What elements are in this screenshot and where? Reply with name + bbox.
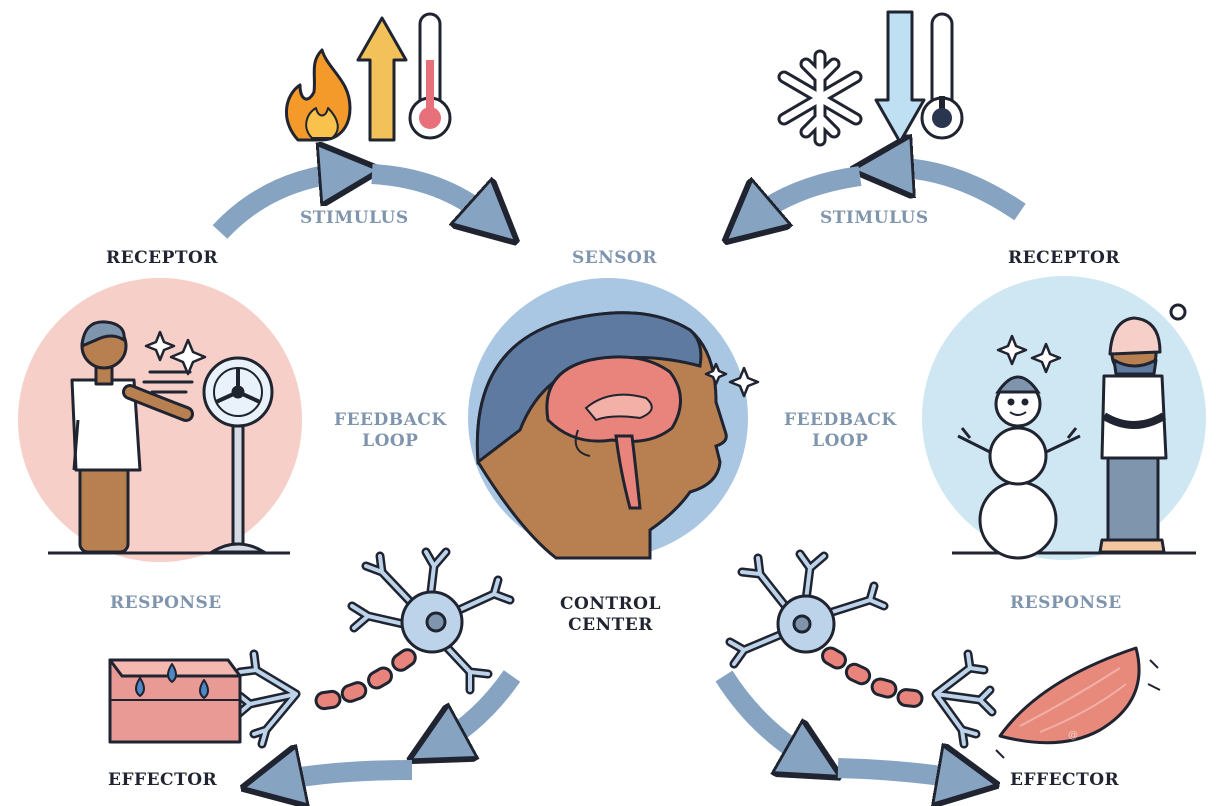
effector-label-right: EFFECTOR xyxy=(1010,770,1120,790)
sparkle-icon xyxy=(169,338,207,376)
receptor-label-right: RECEPTOR xyxy=(1008,248,1120,268)
snowman-icon xyxy=(957,375,1081,560)
hot-response-scene xyxy=(18,278,302,562)
heat-stimulus-icons xyxy=(284,12,452,142)
snowflake-fill xyxy=(780,52,860,144)
down-arrow-icon xyxy=(874,10,926,144)
cold-response-scene xyxy=(922,276,1206,560)
control-center-label: CONTROL CENTER xyxy=(560,594,661,636)
feedback-loop-label-left: FEEDBACK LOOP xyxy=(334,410,447,452)
arrow-stimulus-to-sensor-right xyxy=(748,166,862,222)
arrow-neuron-to-effector-right-1 xyxy=(715,670,814,762)
sweat-skin-icon xyxy=(108,658,242,744)
sparkle-icon xyxy=(704,362,728,386)
wind-lines xyxy=(142,370,194,394)
response-label-left: RESPONSE xyxy=(110,593,222,613)
sparkle-icon xyxy=(144,330,176,362)
sparkle-icon xyxy=(1030,342,1062,374)
person-cold xyxy=(1098,303,1187,554)
hot-thermometer-icon xyxy=(408,12,452,140)
person-hot xyxy=(70,320,194,554)
watermark: @ xyxy=(1068,730,1078,741)
neuron-icon-left xyxy=(231,547,515,749)
stimulus-label-left: STIMULUS xyxy=(300,208,409,228)
stimulus-label-right: STIMULUS xyxy=(820,208,929,228)
cycle-arrows xyxy=(212,164,1026,782)
flame-inner xyxy=(305,107,339,139)
response-label-right: RESPONSE xyxy=(1010,593,1122,613)
sparkles xyxy=(144,330,1062,398)
arrow-neuron-to-effector-left-2 xyxy=(272,770,413,782)
control-center-scene xyxy=(468,278,748,560)
sparkle-icon xyxy=(728,366,760,398)
arrow-neuron-to-effector-right-2 xyxy=(837,768,968,780)
arrow-receptor-to-stimulus-left xyxy=(212,172,350,239)
neuron-icon-right xyxy=(725,549,997,749)
arrow-stimulus-to-sensor-left xyxy=(371,164,494,222)
arrow-receptor-to-stimulus-right xyxy=(882,168,1026,221)
muscle-icon xyxy=(995,646,1161,759)
cold-thermometer-icon xyxy=(920,12,964,140)
fan-icon xyxy=(202,356,274,554)
up-arrow-icon xyxy=(356,16,408,142)
arrow-neuron-to-effector-left-1 xyxy=(436,670,521,746)
receptor-label-left: RECEPTOR xyxy=(106,248,218,268)
feedback-loop-label-right: FEEDBACK LOOP xyxy=(784,410,897,452)
brain-icon xyxy=(545,355,682,510)
sparkle-icon xyxy=(996,334,1028,366)
cold-stimulus-icons xyxy=(777,10,964,147)
sensor-label: SENSOR xyxy=(572,248,657,268)
effector-label-left: EFFECTOR xyxy=(108,770,218,790)
